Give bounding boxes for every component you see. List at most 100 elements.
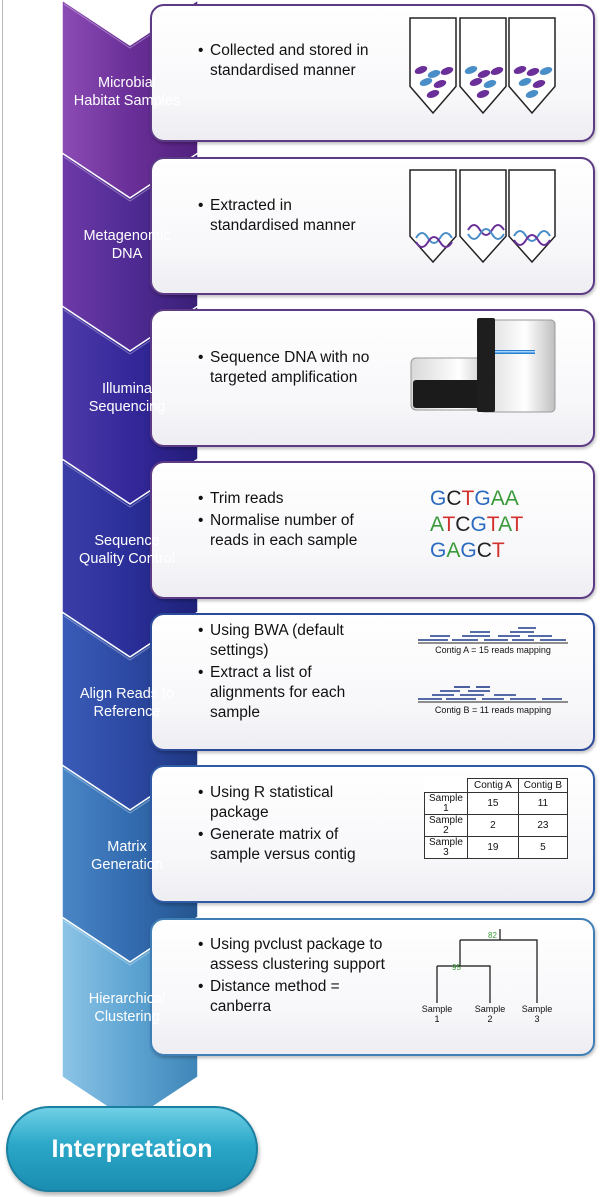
contig-b-caption: Contig B = 11 reads mapping xyxy=(434,705,552,715)
step-2-bullets: Extracted in standardised manner xyxy=(198,196,378,236)
nucleotide: T xyxy=(510,513,524,536)
dna-strand xyxy=(415,232,453,244)
nucleotide: T xyxy=(491,539,505,562)
nucleotide: A xyxy=(498,513,511,536)
nucleotide: G xyxy=(470,513,487,536)
nucleotide: C xyxy=(455,513,471,536)
sample-particle xyxy=(483,80,497,88)
nucleotide: C xyxy=(446,487,462,510)
sequence-line: GCTGAA xyxy=(430,486,523,512)
alignment-illustration xyxy=(418,627,568,703)
left-border-line xyxy=(2,0,3,1100)
sample-particle xyxy=(532,80,546,88)
sample-particle xyxy=(476,90,490,98)
tube-icon xyxy=(409,17,457,115)
contig-a-caption: Contig A = 15 reads mapping xyxy=(435,645,551,655)
dna-strand xyxy=(415,236,453,248)
bullet: Distance method = canberra xyxy=(198,977,398,1017)
nucleotide: A xyxy=(430,513,443,536)
nucleotide: T xyxy=(461,487,475,510)
step-5-bullets: Using BWA (default settings) Extract a l… xyxy=(198,621,368,723)
sample-particle xyxy=(433,80,447,88)
sample-particle xyxy=(419,78,433,86)
support-value-82: 82 xyxy=(488,931,497,940)
step-3-bullets: Sequence DNA with no targeted amplificat… xyxy=(198,348,388,388)
bullet: Trim reads xyxy=(198,489,383,509)
matrix-cell: 23 xyxy=(517,814,568,837)
matrix-cell: 5 xyxy=(517,836,568,859)
bullet: Generate matrix of sample versus contig xyxy=(198,825,368,865)
dna-strand xyxy=(513,234,551,246)
nucleotide: G xyxy=(430,539,447,562)
matrix-cell: 15 xyxy=(466,792,519,815)
sample-particle xyxy=(539,67,553,75)
nucleotide: G xyxy=(430,487,447,510)
bullet: Using BWA (default settings) xyxy=(198,621,368,661)
tube-icon xyxy=(508,17,556,115)
dna-strand xyxy=(467,228,505,240)
bullet: Using pvclust package to assess clusteri… xyxy=(198,935,398,975)
sequence-line: GAGCT xyxy=(430,538,523,564)
step-4-bullets: Trim reads Normalise number of reads in … xyxy=(198,489,383,551)
nucleotide: A xyxy=(504,487,519,510)
sample-particle xyxy=(477,70,491,78)
support-value-95: 95 xyxy=(452,963,461,972)
bullet: Extract a list of alignments for each sa… xyxy=(198,663,368,723)
bullet: Using R statistical package xyxy=(198,783,368,823)
dna-tubes-illustration xyxy=(409,169,556,264)
tube-icon xyxy=(459,169,507,264)
sample-particle xyxy=(526,68,540,76)
nucleotide: T xyxy=(442,513,456,536)
sample-particle xyxy=(490,67,504,75)
nucleotide: C xyxy=(476,539,492,562)
nucleotide: A xyxy=(490,487,505,510)
dna-strand xyxy=(513,230,551,242)
step-1-bullets: Collected and stored in standardised man… xyxy=(198,41,403,81)
tube-icon xyxy=(508,169,556,264)
sample-particle xyxy=(513,66,527,74)
bullet: Collected and stored in standardised man… xyxy=(198,41,403,81)
tube-icon xyxy=(409,169,457,264)
sequence-line: ATCGTAT xyxy=(430,512,523,538)
sample-particle xyxy=(414,66,428,74)
matrix-cell: 2 xyxy=(466,814,519,837)
nucleotide: G xyxy=(474,487,491,510)
sample-particle xyxy=(518,78,532,86)
matrix-cell: 19 xyxy=(466,836,519,859)
nucleotide: G xyxy=(460,539,477,562)
tube-icon xyxy=(459,17,507,115)
bullet: Extracted in standardised manner xyxy=(198,196,378,236)
dendrogram-illustration xyxy=(436,929,538,1003)
sample-particle xyxy=(427,70,441,78)
sample-particle xyxy=(525,90,539,98)
matrix-header-cell: Contig A xyxy=(466,778,519,793)
sample-tubes-illustration xyxy=(409,17,556,115)
bullet: Sequence DNA with no targeted amplificat… xyxy=(198,348,388,388)
sample-particle xyxy=(464,66,478,74)
bullet: Normalise number of reads in each sample xyxy=(198,511,383,551)
interpretation-button: Interpretation xyxy=(6,1106,258,1192)
interpretation-label: Interpretation xyxy=(51,1135,213,1163)
matrix-header-cell: Contig B xyxy=(517,778,568,793)
step-7-bullets: Using pvclust package to assess clusteri… xyxy=(198,935,398,1017)
matrix-header-cell xyxy=(424,778,468,793)
step-6-bullets: Using R statistical package Generate mat… xyxy=(198,783,368,865)
matrix-cell: 11 xyxy=(517,792,568,815)
sample-particle xyxy=(469,78,483,86)
dna-strand xyxy=(467,224,505,236)
sequencer-icon xyxy=(410,318,556,413)
